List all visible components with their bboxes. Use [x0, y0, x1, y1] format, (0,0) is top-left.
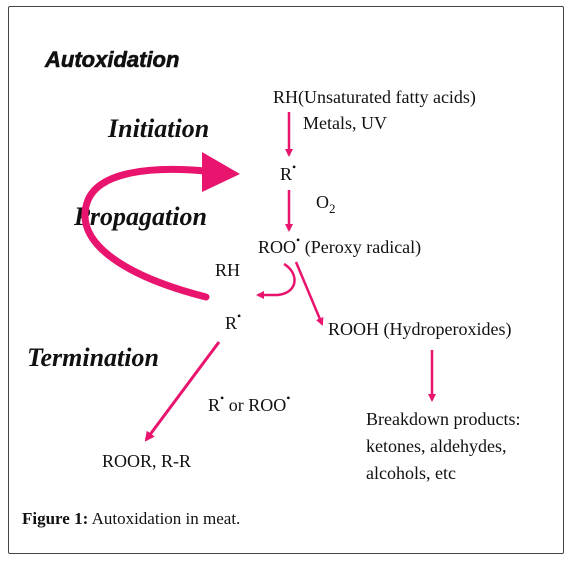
radical-dot: •	[296, 233, 300, 247]
breakdown-line-3: alcohols, etc	[366, 463, 456, 483]
radical-dot: •	[286, 391, 290, 405]
metals-uv-label: Metals, UV	[303, 113, 387, 133]
termination-products: ROOR, R-R	[102, 451, 191, 471]
diagram-title: Autoxidation	[44, 47, 179, 72]
rh-unsaturated-fatty-acids: RH(Unsaturated fatty acids)	[273, 87, 476, 108]
caption-label: Figure 1:	[22, 509, 88, 528]
radical-dot: •	[292, 160, 296, 174]
arrow-roo-to-rooh	[294, 261, 324, 326]
arrow-propagation-cycle	[81, 165, 210, 301]
arrow-propagation-cycle-head	[202, 152, 240, 192]
radical-dot: •	[220, 391, 224, 405]
termination-reactants: R• or ROO•	[208, 391, 290, 415]
breakdown-line-1: Breakdown products:	[366, 409, 520, 429]
caption-text: Autoxidation in meat.	[88, 509, 240, 528]
stage-initiation: Initiation	[107, 114, 209, 143]
radical-dot: •	[237, 309, 241, 323]
arrow-rh-loop	[256, 262, 296, 299]
breakdown-line-2: ketones, aldehydes,	[366, 436, 506, 456]
stage-termination: Termination	[27, 343, 159, 372]
stage-propagation: Propagation	[73, 202, 207, 231]
figure-caption: Figure 1: Autoxidation in meat.	[22, 509, 240, 528]
figure-frame	[8, 6, 564, 554]
o2-label: O2	[316, 192, 336, 216]
r-radical: R•	[280, 160, 296, 184]
arrow-r-to-roor	[144, 341, 221, 442]
r-radical-regenerated: R•	[225, 309, 241, 333]
hydroperoxides: ROOH (Hydroperoxides)	[328, 319, 511, 340]
rh-mid: RH	[215, 260, 240, 280]
peroxy-radical: ROO• (Peroxy radical)	[258, 233, 421, 258]
